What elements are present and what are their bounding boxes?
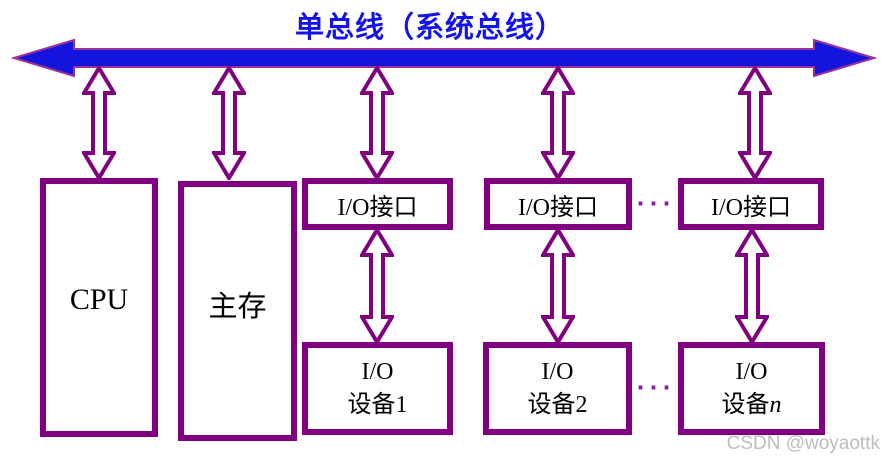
bus-to-memory-arrow-icon	[212, 66, 246, 180]
io-interface-2-box: I/O接口	[484, 178, 632, 230]
io-device-1-label-line2: 设备1	[348, 389, 408, 422]
io-device-2-label-line2: 设备2	[528, 389, 588, 422]
bus-to-cpu-arrow-icon	[82, 66, 116, 180]
io-device-1-name: 设备	[347, 391, 396, 418]
interface1-to-device1-arrow-icon	[360, 228, 394, 344]
bus-to-interface3-arrow-icon	[738, 66, 772, 180]
bus-to-interface1-arrow-icon	[360, 66, 394, 180]
cpu-box: CPU	[40, 178, 158, 437]
io-device-2-number: 2	[575, 391, 588, 418]
io-interface-1-label: I/O接口	[337, 194, 418, 221]
csdn-watermark: CSDN @woyaottk	[726, 433, 880, 454]
interface-row-ellipsis: ···	[636, 192, 676, 216]
interface2-to-device2-arrow-icon	[541, 228, 575, 344]
io-device-1-box: I/O 设备1	[302, 342, 453, 435]
main-memory-box: 主存	[178, 181, 297, 441]
io-interface-3-label: I/O接口	[711, 194, 791, 221]
io-device-n-box: I/O 设备n	[678, 342, 825, 435]
io-device-1-label-line1: I/O	[361, 358, 394, 385]
io-device-1-number: 1	[395, 391, 408, 418]
io-device-n-name: 设备	[721, 391, 770, 418]
io-device-n-number: n	[769, 391, 782, 418]
cpu-label: CPU	[69, 282, 129, 316]
bus-to-interface2-arrow-icon	[541, 66, 575, 180]
io-device-n-label-line2: 设备n	[722, 389, 782, 422]
io-device-2-name: 设备	[527, 391, 576, 418]
main-memory-label: 主存	[208, 291, 267, 323]
interface3-to-devicen-arrow-icon	[735, 228, 769, 344]
io-device-2-box: I/O 设备2	[483, 342, 632, 435]
io-interface-2-label: I/O接口	[518, 194, 598, 221]
io-device-n-label-line1: I/O	[735, 358, 768, 385]
diagram-title: 单总线（系统总线）	[294, 12, 565, 44]
io-interface-3-box: I/O接口	[678, 178, 824, 230]
io-interface-1-box: I/O接口	[302, 178, 453, 230]
device-row-ellipsis: ···	[636, 376, 676, 400]
io-device-2-label-line1: I/O	[541, 358, 574, 385]
